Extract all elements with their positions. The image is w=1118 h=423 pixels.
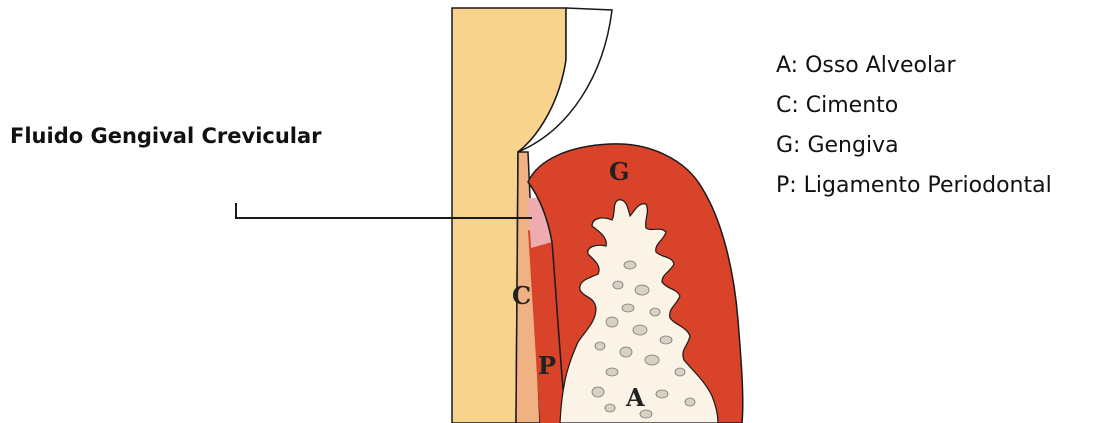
ligament-letter: P [538, 351, 556, 380]
legend-item-gingiva: G: Gengiva [776, 126, 1052, 166]
bone-letter: A [625, 383, 645, 412]
crevicular-fluid-label: Fluido Gengival Crevicular [10, 124, 322, 148]
cementum-letter: C [512, 281, 531, 310]
legend-item-cementum: C: Cimento [776, 86, 1052, 126]
legend: A: Osso Alveolar C: Cimento G: Gengiva P… [776, 46, 1052, 206]
gingiva-letter: G [609, 157, 630, 186]
legend-item-ligament: P: Ligamento Periodontal [776, 166, 1052, 206]
legend-item-bone: A: Osso Alveolar [776, 46, 1052, 86]
